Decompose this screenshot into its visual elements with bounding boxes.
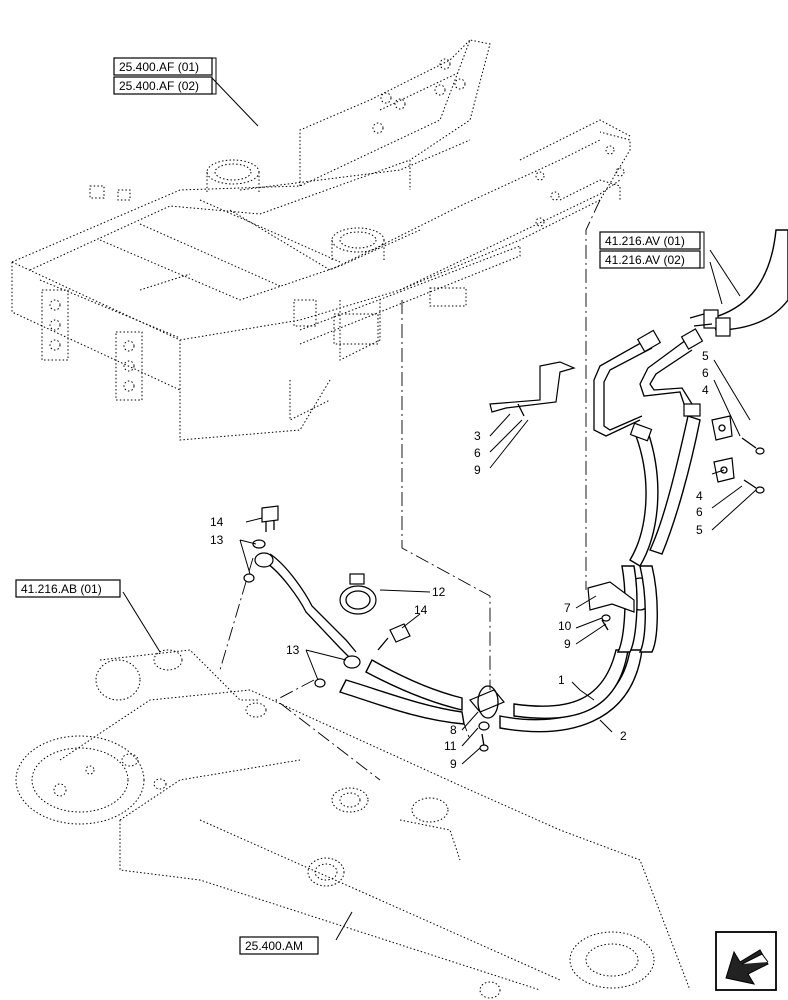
callout-7: 7 <box>564 601 571 615</box>
ref-valve-02[interactable]: 41.216.AV (02) <box>599 250 701 269</box>
ref-steering-01[interactable]: 41.216.AB (01) <box>15 579 121 598</box>
ref-frame-02[interactable]: 25.400.AF (02) <box>113 76 213 95</box>
callout-9a: 9 <box>474 463 481 477</box>
callout-9c: 9 <box>450 757 457 771</box>
callout-14b: 14 <box>414 603 428 617</box>
callout-numbers: 1 2 3 6 9 5 6 4 4 6 5 7 10 9 8 11 9 12 1… <box>210 349 709 771</box>
callout-1: 1 <box>558 673 565 687</box>
callout-9b: 9 <box>564 637 571 651</box>
callout-8: 8 <box>450 723 457 737</box>
callout-13b: 13 <box>286 643 300 657</box>
callout-14a: 14 <box>210 515 224 529</box>
callout-11: 11 <box>444 739 457 753</box>
callout-3: 3 <box>474 429 481 443</box>
ref-frame-02-label: 25.400.AF (02) <box>119 79 199 93</box>
ref-frame-01[interactable]: 25.400.AF (01) <box>113 57 213 76</box>
ref-valve-02-label: 41.216.AV (02) <box>605 253 685 267</box>
callout-2: 2 <box>620 729 627 743</box>
callout-4a: 4 <box>702 383 709 397</box>
ref-axle-label: 25.400.AM <box>245 939 303 953</box>
callout-5a: 5 <box>702 349 709 363</box>
callout-4b: 4 <box>696 489 703 503</box>
chassis-frame-drawing <box>11 39 631 441</box>
callout-6b: 6 <box>702 366 709 380</box>
steering-hoses <box>243 229 788 733</box>
callout-5b: 5 <box>696 523 703 537</box>
callout-12: 12 <box>432 585 446 599</box>
front-axle-drawing <box>15 649 691 999</box>
ref-axle[interactable]: 25.400.AM <box>239 936 319 955</box>
leader-lines <box>122 77 757 941</box>
callout-13a: 13 <box>210 533 224 547</box>
ref-valve-01[interactable]: 41.216.AV (01) <box>599 231 701 250</box>
ref-frame-01-label: 25.400.AF (01) <box>119 60 199 74</box>
arrow-left-down-icon[interactable] <box>715 931 777 991</box>
callout-10: 10 <box>558 619 572 633</box>
callout-6a: 6 <box>474 446 481 460</box>
ref-valve-01-label: 41.216.AV (01) <box>605 234 685 248</box>
callout-6c: 6 <box>696 505 703 519</box>
ref-steering-01-label: 41.216.AB (01) <box>21 582 102 596</box>
